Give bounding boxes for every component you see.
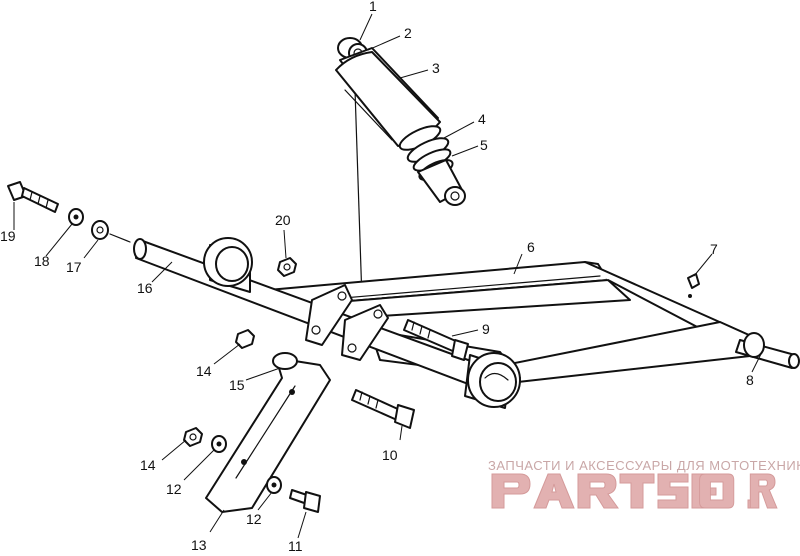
mount-brackets (305, 284, 389, 361)
callout-20: 20 (275, 212, 291, 228)
callout-13: 13 (191, 537, 207, 553)
callout-6: 6 (527, 239, 535, 255)
washer-12-upper (211, 435, 227, 453)
washer-18 (68, 208, 84, 226)
bolt-11 (289, 489, 321, 513)
callout-9: 9 (482, 321, 490, 337)
callout-2: 2 (404, 25, 412, 41)
callout-10: 10 (382, 447, 398, 463)
callout-1: 1 (369, 0, 377, 14)
callout-15: 15 (229, 377, 245, 393)
grease-fitting-7 (687, 273, 700, 298)
watermark-tagline: ЗАПЧАСТИ И АКСЕССУАРЫ ДЛЯ МОТОТЕХНИКИ (488, 458, 800, 473)
callout-4: 4 (478, 111, 486, 127)
shock-absorber (335, 37, 466, 301)
bolt-19 (7, 181, 59, 213)
callout-18: 18 (34, 253, 50, 269)
callout-12-upper: 12 (166, 481, 182, 497)
callout-19: 19 (0, 228, 16, 244)
bolt-9 (403, 319, 469, 361)
callout-17: 17 (66, 259, 82, 275)
cross-shaft-8 (735, 332, 800, 369)
callout-11: 11 (288, 538, 303, 554)
bolt-10 (351, 389, 415, 429)
callout-14-lower: 14 (140, 457, 156, 473)
callout-labels: 1 2 3 4 5 6 7 8 9 10 11 12 12 13 14 14 1… (0, 0, 754, 554)
nut-14-upper (235, 329, 255, 349)
callout-12-lower: 12 (246, 511, 262, 527)
leader-lines (13, 13, 763, 539)
nut-14-lower (183, 427, 203, 447)
link-arm-13 (205, 352, 331, 513)
washer-17 (91, 220, 109, 240)
watermark-logo (491, 473, 778, 509)
washer-12-lower (266, 476, 282, 494)
callout-3: 3 (432, 60, 440, 76)
nut-20 (277, 257, 297, 277)
callout-14-upper: 14 (196, 363, 212, 379)
callout-16: 16 (137, 280, 153, 296)
callout-5: 5 (480, 137, 488, 153)
callout-8: 8 (746, 372, 754, 388)
callout-7: 7 (710, 241, 718, 257)
